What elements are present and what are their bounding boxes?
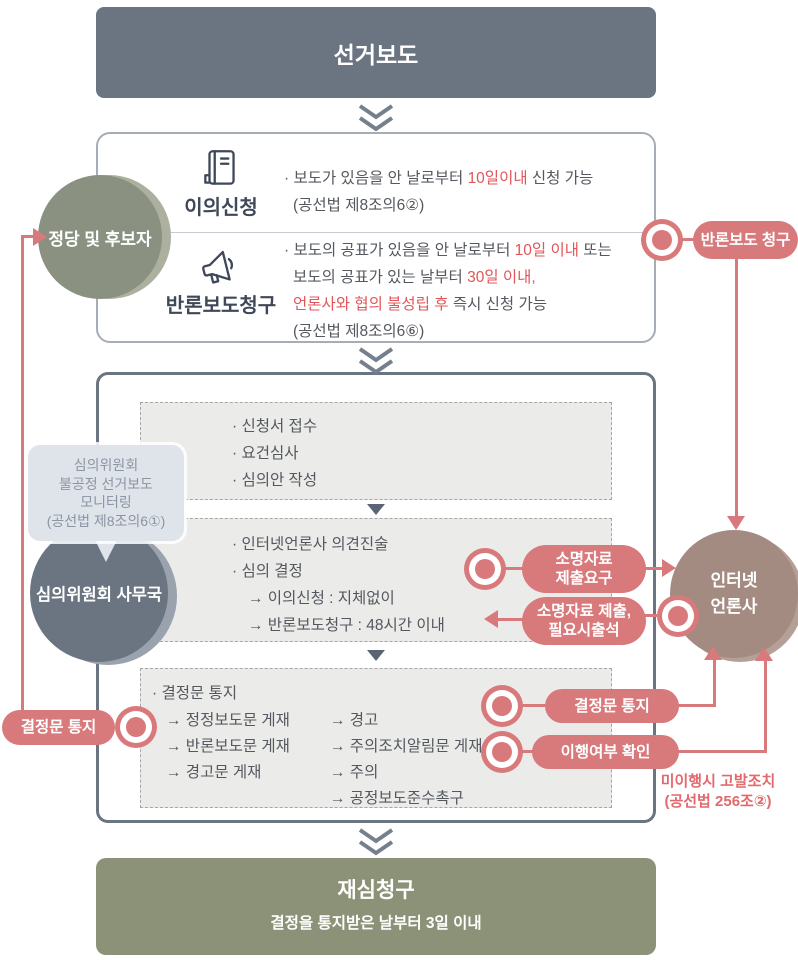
step3-item: → 반론보도문 게재	[166, 738, 290, 755]
rebuttal-line3: 언론사와 협의 불성립 후 즉시 신청 가능	[293, 296, 548, 313]
decision-notice-badge-left: 결정문 통지	[2, 710, 115, 745]
connector-line	[21, 235, 35, 238]
connector-line	[521, 704, 547, 707]
header-box: 선거보도	[96, 7, 656, 98]
step1-item: · 신청서 접수	[232, 418, 318, 435]
noncompliance-note: 미이행시 고발조치 (공선법 256조②)	[660, 773, 776, 810]
explain-request-badge: 소명자료 제출요구	[522, 545, 646, 593]
target-icon	[481, 685, 523, 727]
connector-line	[713, 658, 716, 707]
decision-notice-badge-right: 결정문 통지	[545, 689, 679, 723]
connector-line	[681, 238, 694, 241]
request-box	[96, 132, 656, 343]
objection-label: 이의신청	[184, 197, 258, 219]
step2-item: · 인터넷언론사 의견진술	[232, 536, 389, 553]
arrow-up-icon	[755, 647, 773, 661]
chevron-down-icon	[357, 346, 395, 376]
step3-item: → 경고	[330, 712, 379, 729]
retrial-title: 재심청구	[337, 879, 415, 902]
connector-line	[676, 750, 767, 753]
party-circle: 정당 및 후보자	[38, 175, 162, 299]
connector-line	[21, 235, 24, 712]
target-icon	[464, 548, 506, 590]
connector-line	[735, 258, 738, 516]
connector-line	[496, 618, 524, 621]
connector-line	[504, 567, 524, 570]
chevron-down-icon	[357, 103, 395, 133]
rebuttal-line1: · 보도의 공표가 있음을 안 날로부터 10일 이내 또는	[284, 242, 612, 259]
row-divider	[152, 232, 648, 233]
secretariat-label: 심의위원회 사무국	[35, 586, 163, 604]
objection-line1: · 보도가 있음을 안 날로부터 10일이내 신청 가능	[284, 170, 594, 187]
compliance-check-badge: 이행여부 확인	[532, 735, 679, 769]
step3-title: · 결정문 통지	[152, 685, 238, 702]
step2-item: → 이의신청 : 지체없이	[248, 590, 395, 607]
target-icon	[657, 595, 699, 637]
step2-item: → 반론보도청구 : 48시간 이내	[248, 617, 445, 634]
rebuttal-line4: (공선법 제8조의6⑥)	[293, 323, 425, 340]
target-icon	[115, 706, 157, 748]
document-icon	[198, 146, 244, 192]
target-icon	[481, 731, 523, 773]
retrial-subtitle: 결정을 통지받은 날부터 3일 이내	[270, 915, 482, 932]
rebuttal-label: 반론보도청구	[165, 295, 277, 317]
step3-item: → 정정보도문 게재	[166, 712, 290, 729]
step1-box	[140, 402, 612, 500]
step1-item: · 요건심사	[232, 445, 299, 462]
internet-media-circle: 인터넷 언론사	[670, 530, 798, 658]
connector-line	[677, 704, 716, 707]
triangle-down-icon	[367, 504, 385, 515]
arrow-left-icon	[484, 610, 498, 628]
objection-line2: (공선법 제8조의6②)	[293, 197, 425, 214]
triangle-down-icon	[367, 650, 385, 661]
monitoring-bubble: 심의위원회 불공정 선거보도 모니터링 (공선법 제8조의6①)	[28, 445, 184, 541]
explain-submit-badge: 소명자료 제출, 필요시출석	[522, 597, 646, 645]
megaphone-icon	[196, 244, 242, 290]
internet-media-label: 인터넷 언론사	[710, 571, 758, 616]
arrow-down-icon	[727, 516, 745, 530]
arrow-right-icon	[33, 228, 47, 246]
target-icon	[641, 219, 683, 261]
connector-line	[644, 614, 662, 617]
speech-bubble-tail	[94, 538, 118, 562]
arrow-right-icon	[662, 559, 676, 577]
connector-line	[764, 658, 767, 753]
chevron-down-icon	[357, 827, 395, 857]
step3-box	[140, 668, 612, 808]
connector-line	[644, 567, 666, 570]
step3-item: → 공정보도준수촉구	[330, 790, 464, 807]
connector-line	[521, 750, 535, 753]
step3-item: → 주의조치알림문 게재	[330, 738, 483, 755]
page-title: 선거보도	[333, 41, 419, 68]
step1-item: · 심의안 작성	[232, 472, 318, 489]
party-label: 정당 및 후보자	[48, 229, 152, 249]
rebuttal-line2: 보도의 공표가 있는 날부터 30일 이내,	[293, 269, 536, 286]
rebuttal-request-badge: 반론보도 청구	[693, 221, 798, 259]
step3-item: → 경고문 게재	[166, 764, 262, 781]
step2-item: · 심의 결정	[232, 563, 303, 580]
step3-item: → 주의	[330, 764, 379, 781]
retrial-box	[96, 858, 656, 955]
arrow-up-icon	[704, 646, 722, 660]
